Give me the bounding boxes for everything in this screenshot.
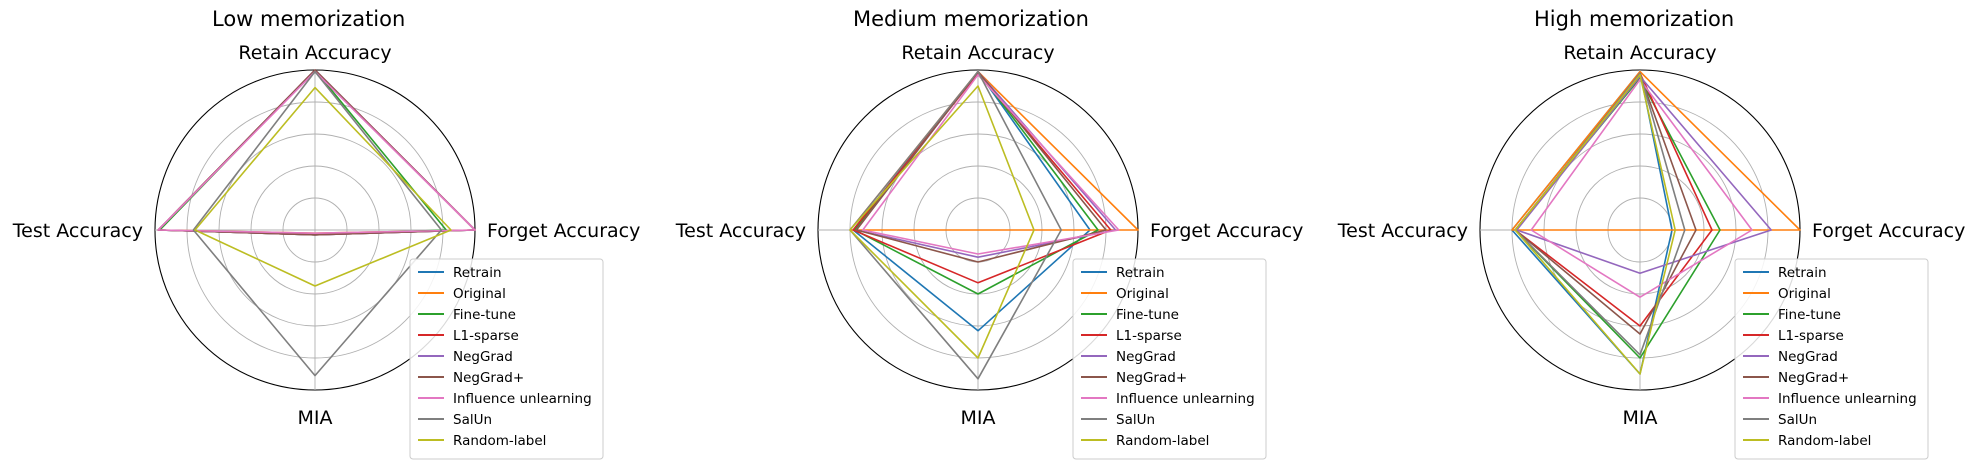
legend-label: NegGrad+ <box>1116 370 1187 386</box>
radar-plot <box>154 69 476 391</box>
legend-label: NegGrad <box>453 349 513 365</box>
legend: RetrainOriginalFine-tuneL1-sparseNegGrad… <box>409 258 604 460</box>
axis-label-mia: MIA <box>961 407 996 429</box>
axis-label-retain-accuracy: Retain Accuracy <box>238 42 391 64</box>
series-random-label <box>194 86 452 287</box>
axis-label-mia: MIA <box>298 407 333 429</box>
legend-label: Retrain <box>453 265 502 281</box>
axis-label-forget-accuracy: Forget Accuracy <box>1812 220 1965 242</box>
legend-label: NegGrad+ <box>453 370 524 386</box>
legend-label: SalUn <box>1116 412 1155 428</box>
legend-label: Fine-tune <box>1778 307 1841 323</box>
legend-label: Fine-tune <box>1116 307 1179 323</box>
legend-label: Fine-tune <box>453 307 516 323</box>
axis-label-retain-accuracy: Retain Accuracy <box>901 42 1054 64</box>
legend: RetrainOriginalFine-tuneL1-sparseNegGrad… <box>1072 258 1267 460</box>
legend-label: SalUn <box>1778 412 1817 428</box>
legend-label: Original <box>1116 286 1169 302</box>
legend-label: Influence unlearning <box>453 391 592 407</box>
legend-label: L1-sparse <box>453 328 519 344</box>
series-retrain <box>852 70 1091 332</box>
radar-panel-high: High memorization Retain Accuracy Forget… <box>1337 7 1965 460</box>
legend-label: Influence unlearning <box>1116 391 1255 407</box>
series-neggrad- <box>855 70 1107 263</box>
axis-label-test-accuracy: Test Accuracy <box>675 220 806 242</box>
series-original <box>157 69 476 234</box>
axis-label-mia: MIA <box>1623 407 1658 429</box>
legend-label: NegGrad <box>1778 349 1838 365</box>
legend-label: Original <box>1778 286 1831 302</box>
legend-label: SalUn <box>453 412 492 428</box>
series-original <box>1511 70 1801 231</box>
legend-label: NegGrad <box>1116 349 1176 365</box>
axis-label-test-accuracy: Test Accuracy <box>1337 220 1468 242</box>
radar-plot <box>1479 69 1801 391</box>
legend-label: Retrain <box>1778 265 1827 281</box>
legend-label: Random-label <box>1116 433 1209 449</box>
chart-title: High memorization <box>1534 7 1734 31</box>
legend-box <box>1072 258 1267 460</box>
series-salun <box>192 70 443 377</box>
radar-panel-medium: Medium memorization Retain Accuracy Forg… <box>675 7 1303 460</box>
legend-label: Original <box>453 286 506 302</box>
series-random-label <box>1514 74 1676 375</box>
series-random-label <box>849 85 1035 359</box>
series-neggrad <box>1516 75 1772 275</box>
series-salun <box>849 70 1062 380</box>
series-influence-unlearning <box>1530 78 1753 299</box>
series-neggrad <box>157 69 476 236</box>
legend-label: Influence unlearning <box>1778 391 1917 407</box>
legend-box <box>409 258 604 460</box>
series-influence-unlearning <box>157 70 476 234</box>
axis-label-forget-accuracy: Forget Accuracy <box>487 220 640 242</box>
legend-label: Random-label <box>1778 433 1871 449</box>
chart-title: Medium memorization <box>853 7 1089 31</box>
legend-label: Random-label <box>453 433 546 449</box>
legend-box <box>1734 258 1929 460</box>
chart-title: Low memorization <box>212 7 405 31</box>
radar-panel-low: Low memorization Retain Accuracy Forget … <box>12 7 640 460</box>
radar-plot <box>817 69 1139 391</box>
axis-label-forget-accuracy: Forget Accuracy <box>1150 220 1303 242</box>
series-retrain <box>157 69 476 236</box>
legend-label: NegGrad+ <box>1778 370 1849 386</box>
legend-label: L1-sparse <box>1116 328 1182 344</box>
axis-label-retain-accuracy: Retain Accuracy <box>1563 42 1716 64</box>
series-influence-unlearning <box>861 74 1120 255</box>
legend: RetrainOriginalFine-tuneL1-sparseNegGrad… <box>1734 258 1929 460</box>
series-fine-tune <box>159 69 448 236</box>
legend-label: L1-sparse <box>1778 328 1844 344</box>
series-l1-sparse <box>852 72 1112 284</box>
axis-label-test-accuracy: Test Accuracy <box>12 220 143 242</box>
series-l1-sparse <box>157 69 476 236</box>
legend-label: Retrain <box>1116 265 1165 281</box>
series-neggrad- <box>157 69 476 236</box>
